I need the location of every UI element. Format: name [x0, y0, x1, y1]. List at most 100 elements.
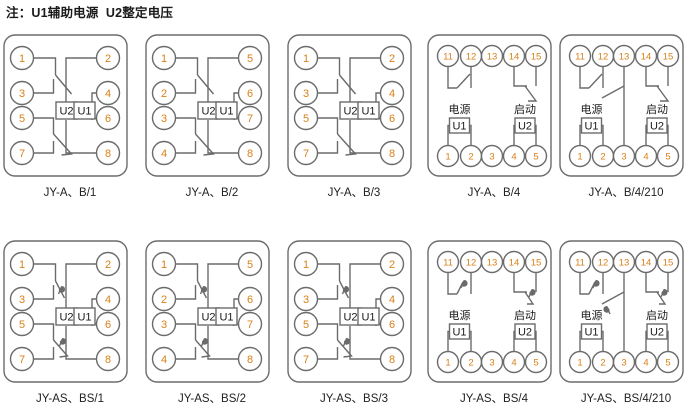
svg-text:5: 5	[247, 259, 253, 271]
svg-text:2: 2	[600, 357, 605, 368]
svg-text:1: 1	[19, 53, 25, 65]
svg-text:U1: U1	[77, 312, 91, 324]
svg-text:15: 15	[531, 257, 542, 268]
svg-text:7: 7	[19, 354, 25, 366]
terminal: 2	[151, 286, 177, 312]
svg-text:3: 3	[161, 113, 167, 125]
coil-box: U1	[73, 307, 96, 326]
svg-text:4: 4	[511, 357, 516, 368]
svg-text:2: 2	[105, 259, 111, 271]
coil-box: U2	[197, 307, 220, 326]
svg-text:5: 5	[533, 357, 538, 368]
terminal: 7	[9, 346, 35, 372]
terminal: 3	[9, 80, 35, 106]
terminal: 2	[379, 45, 405, 71]
terminal: 8	[237, 346, 263, 372]
svg-text:U2: U2	[201, 312, 215, 324]
svg-text:2: 2	[468, 357, 473, 368]
diagram-caption: JY-AS、BS/4	[460, 393, 528, 405]
terminal: 4	[151, 346, 177, 372]
coil-box: U2	[646, 117, 668, 134]
svg-text:13: 13	[487, 51, 498, 62]
svg-text:3: 3	[19, 294, 25, 306]
terminal: 6	[379, 311, 405, 337]
terminal: 14	[502, 44, 526, 68]
terminal: 1	[436, 144, 460, 168]
terminal: 8	[379, 140, 405, 166]
delay-symbol	[603, 306, 611, 315]
svg-text:2: 2	[468, 151, 473, 162]
svg-text:1: 1	[161, 259, 167, 271]
terminal: 3	[480, 350, 504, 374]
svg-text:15: 15	[663, 51, 674, 62]
terminal: 4	[379, 80, 405, 106]
svg-text:5: 5	[19, 113, 25, 125]
delay-symbol	[199, 286, 208, 295]
svg-text:5: 5	[665, 151, 670, 162]
terminal: 2	[459, 350, 483, 374]
terminal: 1	[151, 45, 177, 71]
terminal: 6	[237, 80, 263, 106]
svg-text:3: 3	[621, 357, 626, 368]
svg-text:6: 6	[247, 88, 253, 100]
terminal: 1	[293, 45, 319, 71]
svg-text:U1: U1	[584, 121, 598, 133]
svg-text:U2: U2	[59, 312, 73, 324]
svg-text:13: 13	[619, 51, 630, 62]
terminal: 1	[568, 144, 592, 168]
svg-text:电源: 电源	[449, 308, 471, 322]
svg-text:启动: 启动	[514, 103, 536, 116]
svg-text:5: 5	[533, 151, 538, 162]
svg-text:3: 3	[161, 319, 167, 331]
terminal: 15	[524, 250, 548, 274]
svg-text:4: 4	[643, 357, 648, 368]
coil-box: U1	[73, 101, 96, 120]
svg-text:U2: U2	[201, 106, 215, 118]
coil-box: U2	[514, 323, 536, 340]
svg-text:1: 1	[19, 259, 25, 271]
svg-text:12: 12	[466, 51, 477, 62]
delay-symbol	[58, 338, 67, 347]
terminal: 4	[95, 80, 121, 106]
svg-text:电源: 电源	[449, 102, 471, 116]
svg-text:15: 15	[663, 257, 674, 268]
terminal: 1	[293, 251, 319, 277]
terminal: 15	[656, 250, 680, 274]
delay-symbol	[200, 338, 209, 347]
svg-text:2: 2	[389, 53, 395, 65]
svg-text:12: 12	[598, 257, 609, 268]
terminal: 13	[480, 250, 504, 274]
svg-text:12: 12	[466, 257, 477, 268]
coil-box: U2	[55, 307, 78, 326]
diagram-caption: JY-AS、BS/1	[36, 393, 104, 405]
terminal: 4	[634, 350, 658, 374]
svg-text:5: 5	[303, 113, 309, 125]
terminal: 11	[568, 250, 592, 274]
terminal: 3	[612, 350, 636, 374]
svg-text:7: 7	[19, 148, 25, 160]
svg-text:6: 6	[389, 113, 395, 125]
svg-text:U2: U2	[518, 121, 532, 133]
svg-text:3: 3	[303, 88, 309, 100]
svg-text:2: 2	[600, 151, 605, 162]
svg-text:7: 7	[303, 148, 309, 160]
svg-text:U1: U1	[584, 327, 598, 339]
terminal: 4	[502, 350, 526, 374]
terminal: 2	[95, 45, 121, 71]
terminal: 7	[293, 140, 319, 166]
terminal: 8	[95, 346, 121, 372]
coil-box: U1	[357, 307, 380, 326]
diagram-caption: JY-A、B/2	[185, 187, 239, 199]
terminal: 1	[568, 350, 592, 374]
